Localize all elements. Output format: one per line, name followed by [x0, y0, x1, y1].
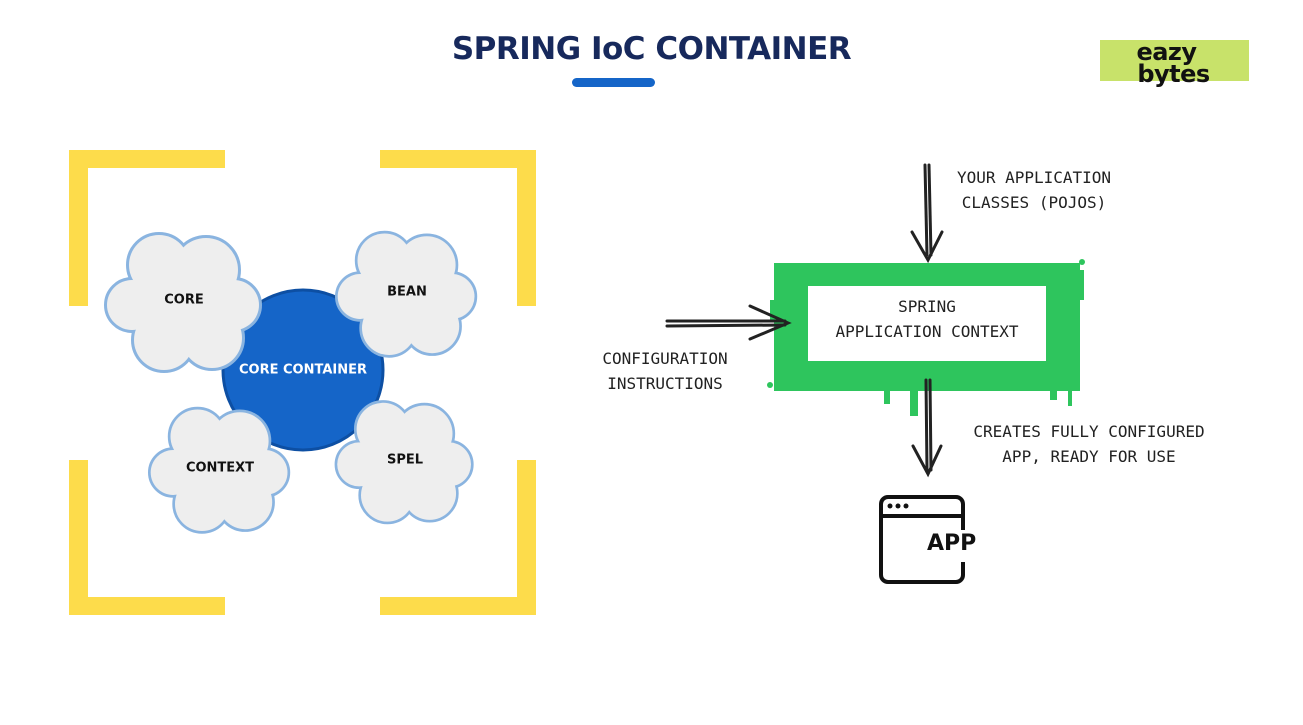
bracket-bottom-right-h: [380, 597, 536, 615]
bracket-top-left-v: [69, 150, 88, 306]
logo-line-1: eazy: [1136, 38, 1197, 66]
logo-line-2: bytes: [1137, 60, 1210, 88]
bracket-top-right-h: [380, 150, 536, 168]
core-container-circle: [221, 288, 385, 452]
page-title: SPRING IoC CONTAINER: [451, 31, 852, 67]
application-context-frame: [767, 259, 1085, 416]
module-spel-label: SPEL: [386, 452, 424, 468]
title-underline: [572, 78, 655, 87]
context-line-2: APPLICATION CONTEXT: [835, 322, 1019, 341]
module-context-label: CONTEXT: [185, 460, 255, 476]
app-label-bg: [920, 530, 980, 562]
output-label: CREATES FULLY CONFIGURED APP, READY FOR …: [973, 419, 1204, 469]
bracket-top-right-v: [517, 150, 536, 306]
bracket-top-left-h: [69, 150, 225, 168]
bracket-bottom-left-h: [69, 597, 225, 615]
eazybytes-logo: eazy bytes: [1100, 40, 1249, 86]
arrow-left: [665, 304, 792, 341]
input-left-label: CONFIGURATION INSTRUCTIONS: [602, 346, 727, 396]
input-left-line-2: INSTRUCTIONS: [607, 374, 723, 393]
context-line-1: SPRING: [898, 297, 956, 316]
input-top-line-2: CLASSES (POJOS): [961, 193, 1107, 212]
core-container-label: CORE CONTAINER: [238, 362, 368, 378]
bracket-bottom-left-v: [69, 460, 88, 615]
input-left-line-1: CONFIGURATION: [602, 349, 728, 368]
module-core-label: CORE: [164, 292, 204, 308]
output-line-2: APP, READY FOR USE: [1002, 447, 1176, 466]
arrow-bottom: [911, 378, 943, 478]
arrow-top: [910, 163, 944, 264]
context-label: SPRING APPLICATION CONTEXT: [835, 294, 1018, 344]
output-line-1: CREATES FULLY CONFIGURED: [973, 422, 1205, 441]
app-window-dots: [887, 503, 909, 509]
input-top-label: YOUR APPLICATION CLASSES (POJOS): [957, 165, 1111, 215]
module-bean-label: BEAN: [387, 284, 427, 300]
corner-brackets: [69, 150, 536, 615]
input-top-line-1: YOUR APPLICATION: [956, 168, 1112, 187]
bracket-bottom-right-v: [517, 460, 536, 615]
app-label: APP: [927, 531, 977, 556]
